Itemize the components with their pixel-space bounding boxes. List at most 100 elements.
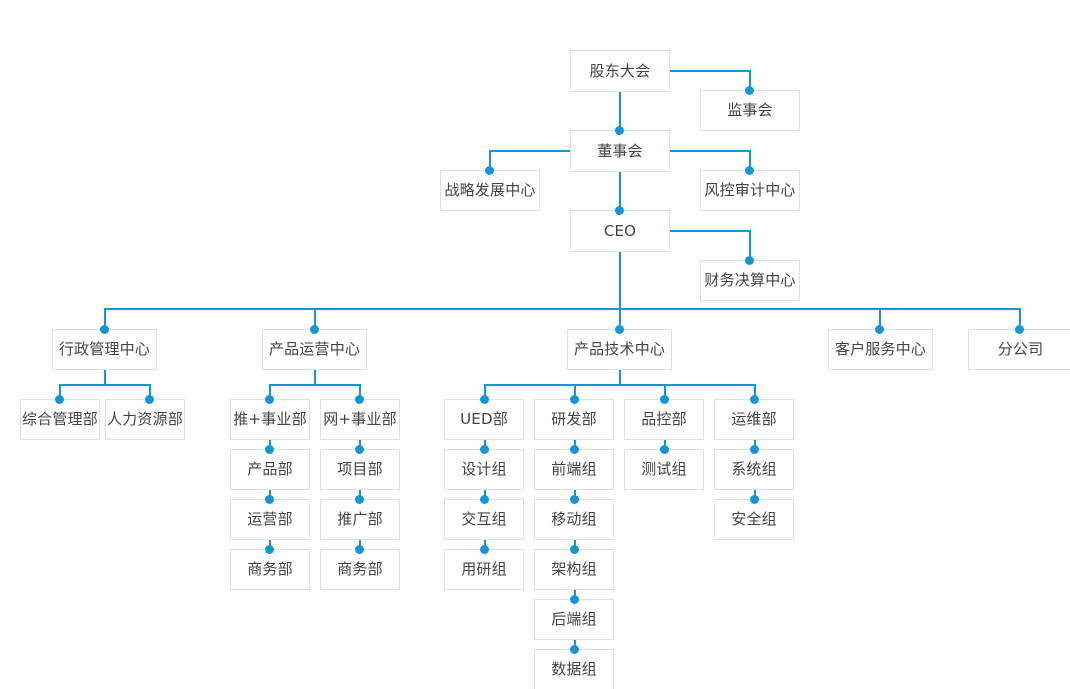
org-node[interactable]: 推广部 <box>320 499 400 540</box>
connector-line-vertical <box>754 384 756 399</box>
org-node[interactable]: 财务决算中心 <box>700 260 800 301</box>
connector-dot <box>569 544 579 554</box>
connector-dot <box>479 444 489 454</box>
org-node[interactable]: UED部 <box>444 399 524 440</box>
connector-dot <box>569 394 579 404</box>
org-node[interactable]: 人力资源部 <box>105 399 185 440</box>
org-node[interactable]: 风控审计中心 <box>700 170 800 211</box>
connector-line-vertical <box>574 384 576 399</box>
org-node[interactable]: 品控部 <box>624 399 704 440</box>
connector-line-vertical <box>484 384 486 399</box>
org-node[interactable]: 综合管理部 <box>20 399 100 440</box>
connector-line-vertical <box>149 384 151 399</box>
connector-line-horizontal <box>59 384 149 386</box>
org-node[interactable]: 监事会 <box>700 90 800 131</box>
connector-dot <box>264 544 274 554</box>
connector-line-vertical <box>749 70 751 90</box>
connector-line-vertical <box>104 370 106 384</box>
connector-dot <box>874 324 884 334</box>
connector-dot <box>264 394 274 404</box>
org-node[interactable]: 行政管理中心 <box>52 329 157 370</box>
connector-line-horizontal <box>489 150 570 152</box>
org-node[interactable]: 网+事业部 <box>320 399 400 440</box>
org-node[interactable]: 产品运营中心 <box>262 329 367 370</box>
connector-dot <box>354 544 364 554</box>
org-node[interactable]: 战略发展中心 <box>440 170 540 211</box>
connector-line-vertical <box>619 92 621 130</box>
connector-line-vertical <box>314 308 316 329</box>
connector-line-vertical <box>489 150 491 170</box>
org-node[interactable]: 设计组 <box>444 449 524 490</box>
org-node[interactable]: 移动组 <box>534 499 614 540</box>
connector-line-vertical <box>664 384 666 399</box>
connector-line-vertical <box>104 308 106 329</box>
connector-dot <box>659 394 669 404</box>
connector-dot <box>1014 324 1024 334</box>
connector-dot <box>614 125 624 135</box>
connector-dot <box>749 494 759 504</box>
org-node[interactable]: 交互组 <box>444 499 524 540</box>
org-node[interactable]: 产品部 <box>230 449 310 490</box>
connector-line-vertical <box>619 172 621 210</box>
connector-dot <box>744 165 754 175</box>
connector-dot <box>354 444 364 454</box>
connector-line-vertical <box>619 370 621 384</box>
connector-dot <box>479 544 489 554</box>
org-node[interactable]: 产品技术中心 <box>567 329 672 370</box>
connector-dot <box>354 394 364 404</box>
connector-dot <box>569 494 579 504</box>
org-node[interactable]: 推+事业部 <box>230 399 310 440</box>
connector-line-horizontal <box>484 384 754 386</box>
org-node[interactable]: 数据组 <box>534 649 614 689</box>
connector-dot <box>309 324 319 334</box>
connector-dot <box>614 324 624 334</box>
connector-line-vertical <box>749 150 751 170</box>
org-node[interactable]: 前端组 <box>534 449 614 490</box>
connector-dot <box>484 165 494 175</box>
org-node[interactable]: 客户服务中心 <box>828 329 933 370</box>
org-node[interactable]: 董事会 <box>570 130 670 172</box>
org-node[interactable]: CEO <box>570 210 670 252</box>
connector-dot <box>264 494 274 504</box>
connector-dot <box>99 324 109 334</box>
connector-line-horizontal <box>669 230 750 232</box>
connector-dot <box>749 444 759 454</box>
connector-line-horizontal <box>269 384 359 386</box>
connector-line-vertical <box>749 230 751 260</box>
connector-dot <box>569 594 579 604</box>
connector-dot <box>614 205 624 215</box>
connector-dot <box>479 394 489 404</box>
org-node[interactable]: 研发部 <box>534 399 614 440</box>
connector-dot <box>354 494 364 504</box>
connector-dot <box>659 444 669 454</box>
org-node[interactable]: 后端组 <box>534 599 614 640</box>
connector-line-vertical <box>59 384 61 399</box>
connector-line-vertical <box>269 384 271 399</box>
connector-line-horizontal <box>669 150 750 152</box>
connector-line-vertical <box>1019 308 1021 329</box>
connector-dot <box>479 494 489 504</box>
org-node[interactable]: 架构组 <box>534 549 614 590</box>
connector-line-horizontal <box>104 308 1020 310</box>
org-node[interactable]: 安全组 <box>714 499 794 540</box>
org-node[interactable]: 分公司 <box>968 329 1070 370</box>
connector-line-vertical <box>879 308 881 329</box>
org-node[interactable]: 用研组 <box>444 549 524 590</box>
org-node[interactable]: 项目部 <box>320 449 400 490</box>
org-node[interactable]: 测试组 <box>624 449 704 490</box>
org-node[interactable]: 商务部 <box>320 549 400 590</box>
org-node[interactable]: 运营部 <box>230 499 310 540</box>
connector-dot <box>264 444 274 454</box>
org-node[interactable]: 系统组 <box>714 449 794 490</box>
connector-dot <box>744 255 754 265</box>
connector-line-vertical <box>619 252 621 309</box>
org-node[interactable]: 运维部 <box>714 399 794 440</box>
org-node[interactable]: 股东大会 <box>570 50 670 92</box>
org-node[interactable]: 商务部 <box>230 549 310 590</box>
connector-dot <box>569 444 579 454</box>
connector-dot <box>569 644 579 654</box>
connector-line-vertical <box>359 384 361 399</box>
connector-dot <box>144 394 154 404</box>
connector-line-vertical <box>314 370 316 384</box>
